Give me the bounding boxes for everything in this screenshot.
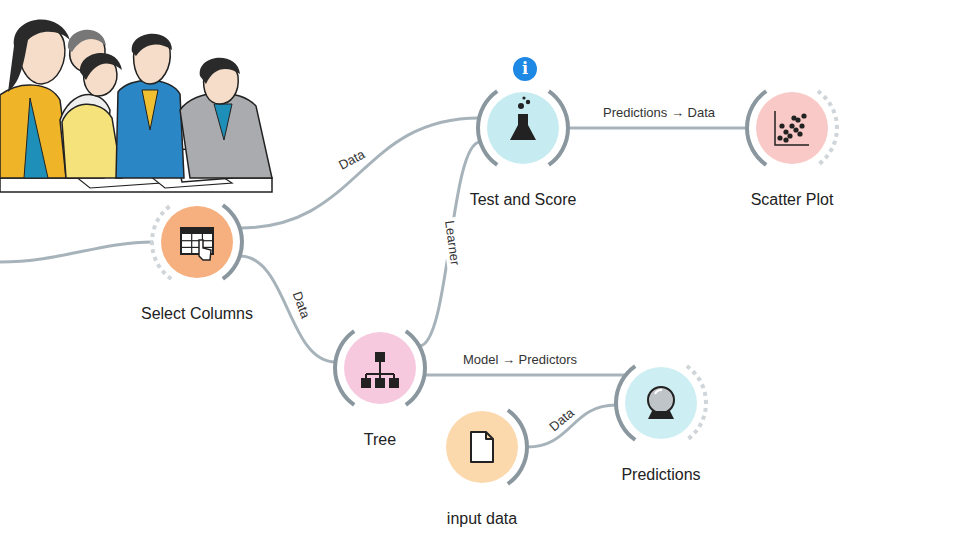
widget-label: Test and Score	[464, 190, 583, 210]
widget-icon	[613, 355, 709, 451]
link-label: Data	[544, 403, 580, 437]
input-wire	[0, 242, 153, 262]
widget-icon	[332, 320, 428, 416]
widget-icon	[744, 80, 840, 176]
link-label: Learner	[441, 217, 464, 270]
widget-label: Tree	[326, 430, 434, 450]
link-line	[240, 256, 336, 362]
widget-node: Test and Score	[464, 80, 583, 210]
link-label: Predictions → Data	[600, 105, 718, 121]
link-line	[419, 142, 480, 346]
widget-icon	[149, 194, 245, 290]
widget-node: Tree	[326, 320, 434, 450]
widget-icon	[475, 80, 571, 176]
widget-label: Scatter Plot	[738, 190, 846, 210]
widget-node: Scatter Plot	[738, 80, 846, 210]
link-label: Data	[333, 145, 370, 175]
info-badge: i	[513, 57, 537, 81]
widget-label: Predictions	[607, 465, 715, 485]
widget-node: Select Columns	[135, 194, 260, 324]
widget-node: Predictions	[607, 355, 715, 485]
people-illustration	[0, 19, 272, 192]
widget-node: input data	[428, 399, 536, 529]
widget-icon	[434, 399, 530, 495]
widget-label: Select Columns	[135, 304, 260, 324]
link-line	[568, 127, 747, 130]
link-line	[240, 118, 479, 228]
link-label: Model → Predictors	[460, 352, 580, 368]
link-line	[424, 374, 625, 377]
widget-label: input data	[428, 509, 536, 529]
